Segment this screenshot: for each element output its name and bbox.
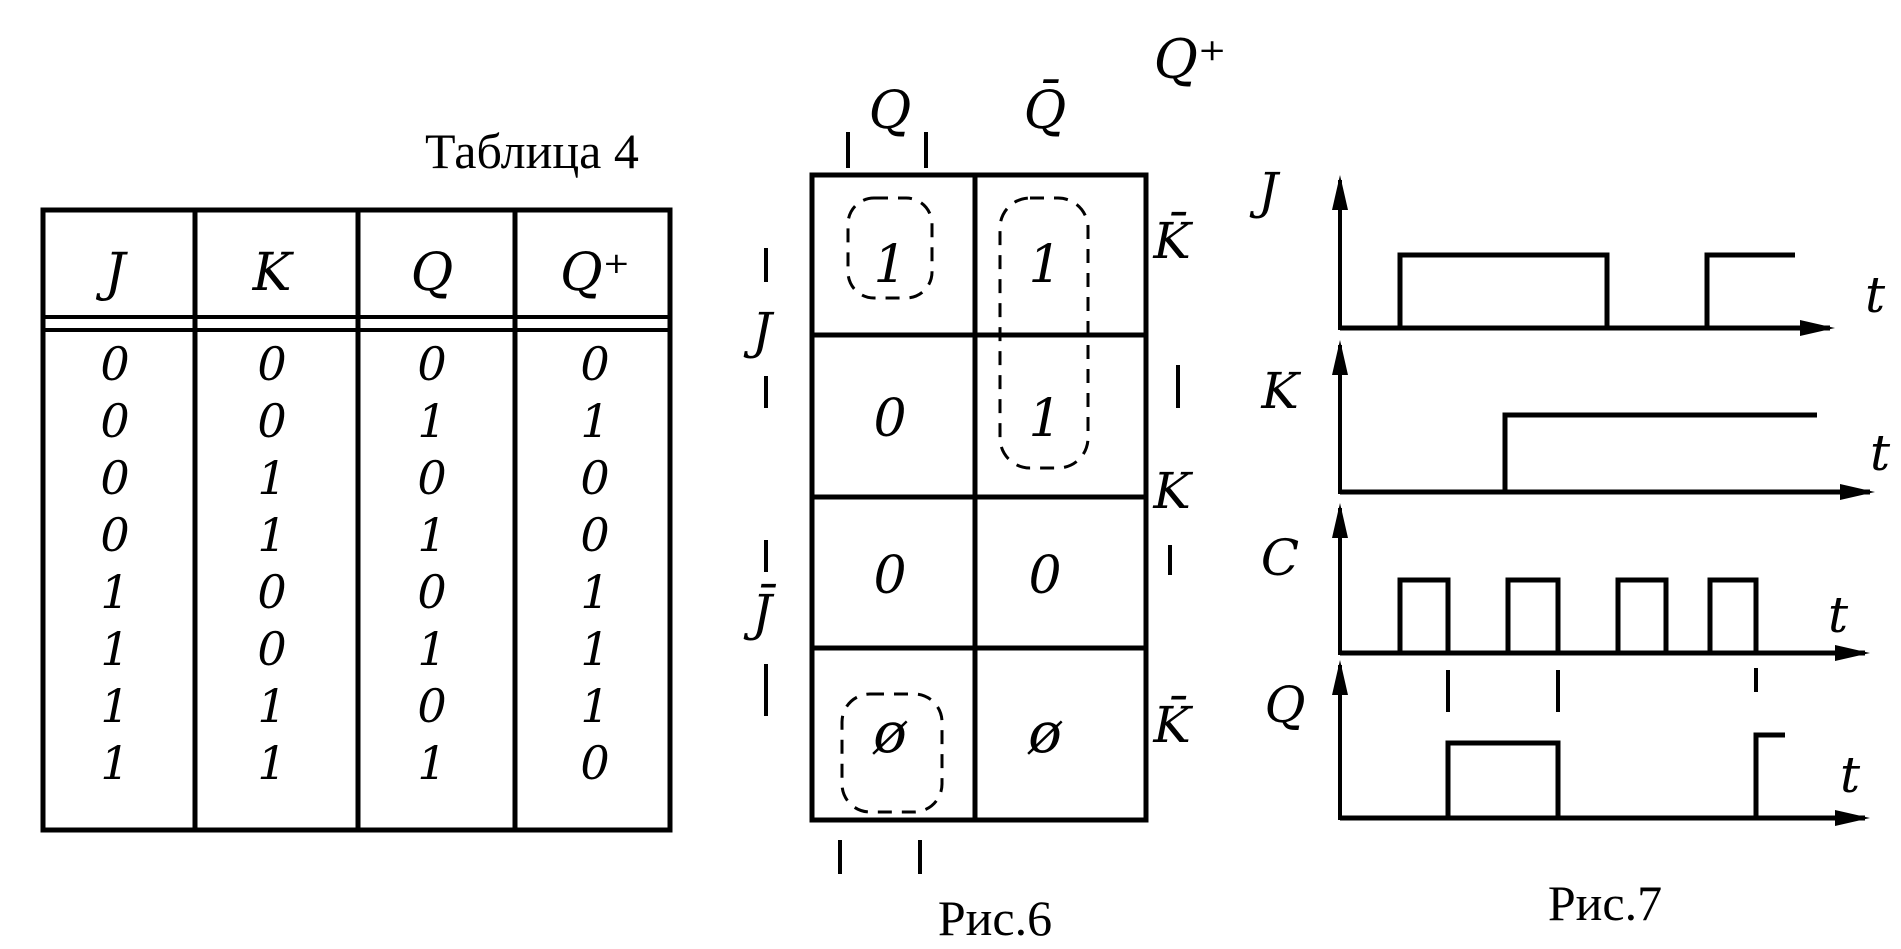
signal-label-c: C bbox=[1261, 529, 1299, 587]
kmap-cell: ø bbox=[872, 701, 908, 766]
signal-q: Q t bbox=[1265, 660, 1870, 826]
table-cell: 0 bbox=[580, 736, 609, 790]
waveform-j bbox=[1340, 252, 1795, 331]
axis-arrowhead bbox=[1332, 660, 1348, 695]
header-j: J bbox=[96, 243, 129, 303]
table-cell: 1 bbox=[100, 736, 129, 790]
header-q-plus: Q⁺ bbox=[560, 243, 630, 303]
axis-arrowhead bbox=[1840, 484, 1875, 500]
axis-arrowhead bbox=[1332, 340, 1348, 375]
kmap-caption: Рис.6 bbox=[938, 890, 1052, 946]
signal-j: J t bbox=[1249, 162, 1886, 336]
table-cell: 0 bbox=[100, 451, 129, 505]
kmap-row-label-k-bar: K̄ bbox=[1152, 695, 1193, 754]
kmap-title: Q⁺ bbox=[1154, 28, 1227, 91]
table-cell: 1 bbox=[257, 451, 286, 505]
table-body: 0 0 0 0 0 0 1 1 0 1 0 0 0 1 1 0 1 0 0 1 … bbox=[100, 337, 609, 790]
kmap-row-label-j: J bbox=[743, 302, 775, 360]
axis-arrowhead bbox=[1332, 503, 1348, 538]
header-q: Q bbox=[411, 243, 454, 303]
table-cell: 1 bbox=[580, 622, 609, 676]
signal-k: K t bbox=[1260, 340, 1891, 500]
table-cell: 1 bbox=[100, 679, 129, 733]
time-axis-label: t bbox=[1865, 266, 1886, 324]
table-cell: 0 bbox=[257, 394, 286, 448]
table-cell: 1 bbox=[417, 736, 446, 790]
kmap-group-loop bbox=[846, 196, 934, 300]
table-caption: Таблица 4 bbox=[425, 123, 639, 179]
table-cell: 0 bbox=[580, 337, 609, 391]
axis-arrowhead bbox=[1835, 645, 1870, 661]
table-cell: 1 bbox=[257, 736, 286, 790]
header-k: K bbox=[252, 243, 295, 303]
table-cell: 1 bbox=[580, 679, 609, 733]
table-cell: 0 bbox=[257, 565, 286, 619]
table-cell: 0 bbox=[100, 394, 129, 448]
table-cell: 1 bbox=[100, 565, 129, 619]
table-cell: 1 bbox=[580, 394, 609, 448]
kmap-cell: 0 bbox=[873, 546, 906, 606]
table-cell: 0 bbox=[417, 565, 446, 619]
signal-label-q: Q bbox=[1265, 676, 1306, 734]
truth-table: Таблица 4 J K Q Q⁺ 0 0 0 0 0 0 1 1 0 1 0… bbox=[40, 123, 673, 833]
axis-arrowhead bbox=[1835, 810, 1870, 826]
table-cell: 0 bbox=[417, 679, 446, 733]
time-axis-label: t bbox=[1870, 424, 1891, 482]
table-cell: 0 bbox=[417, 451, 446, 505]
axis-arrowhead bbox=[1332, 175, 1348, 210]
kmap-group-loop bbox=[998, 196, 1090, 470]
kmap-cell: 1 bbox=[873, 235, 906, 295]
table-cell: 1 bbox=[257, 508, 286, 562]
table-cell: 0 bbox=[580, 451, 609, 505]
kmap-row-label-k-bar: K̄ bbox=[1152, 211, 1193, 270]
karnaugh-map: Q⁺ Q Q̄ J J̄ K̄ K K̄ 1 1 0 1 0 0 ø ø bbox=[743, 28, 1226, 946]
kmap-col-label-q: Q bbox=[869, 81, 912, 141]
timing-diagram: J t K t C t bbox=[1249, 162, 1891, 931]
table-cell: 0 bbox=[257, 622, 286, 676]
table-cell: 1 bbox=[417, 508, 446, 562]
kmap-group-loop bbox=[840, 692, 944, 814]
time-axis-label: t bbox=[1840, 746, 1861, 804]
kmap-cell: 1 bbox=[1028, 235, 1061, 295]
table-cell: 1 bbox=[580, 565, 609, 619]
axis-arrowhead bbox=[1800, 320, 1835, 336]
timing-caption: Рис.7 bbox=[1548, 875, 1662, 931]
time-axis-label: t bbox=[1828, 586, 1849, 644]
signal-c: C t bbox=[1261, 503, 1870, 661]
table-cell: 0 bbox=[100, 508, 129, 562]
kmap-row-label-j-bar: J̄ bbox=[743, 583, 777, 642]
kmap-cell: 0 bbox=[873, 389, 906, 449]
waveform-c bbox=[1340, 577, 1759, 656]
kmap-col-label-q-bar: Q̄ bbox=[1024, 80, 1067, 141]
table-cell: 1 bbox=[417, 394, 446, 448]
table-cell: 0 bbox=[257, 337, 286, 391]
table-cell: 0 bbox=[100, 337, 129, 391]
table-cell: 0 bbox=[417, 337, 446, 391]
kmap-cell: 0 bbox=[1028, 546, 1061, 606]
kmap-row-label-k: K bbox=[1152, 462, 1193, 520]
kmap-cell: ø bbox=[1027, 701, 1063, 766]
waveform-q bbox=[1340, 732, 1785, 821]
signal-label-k: K bbox=[1260, 362, 1301, 420]
kmap-cell: 1 bbox=[1028, 389, 1061, 449]
signal-label-j: J bbox=[1249, 162, 1281, 220]
waveform-k bbox=[1340, 412, 1817, 495]
table-cell: 1 bbox=[257, 679, 286, 733]
table-cell: 1 bbox=[100, 622, 129, 676]
table-cell: 1 bbox=[417, 622, 446, 676]
table-cell: 0 bbox=[580, 508, 609, 562]
